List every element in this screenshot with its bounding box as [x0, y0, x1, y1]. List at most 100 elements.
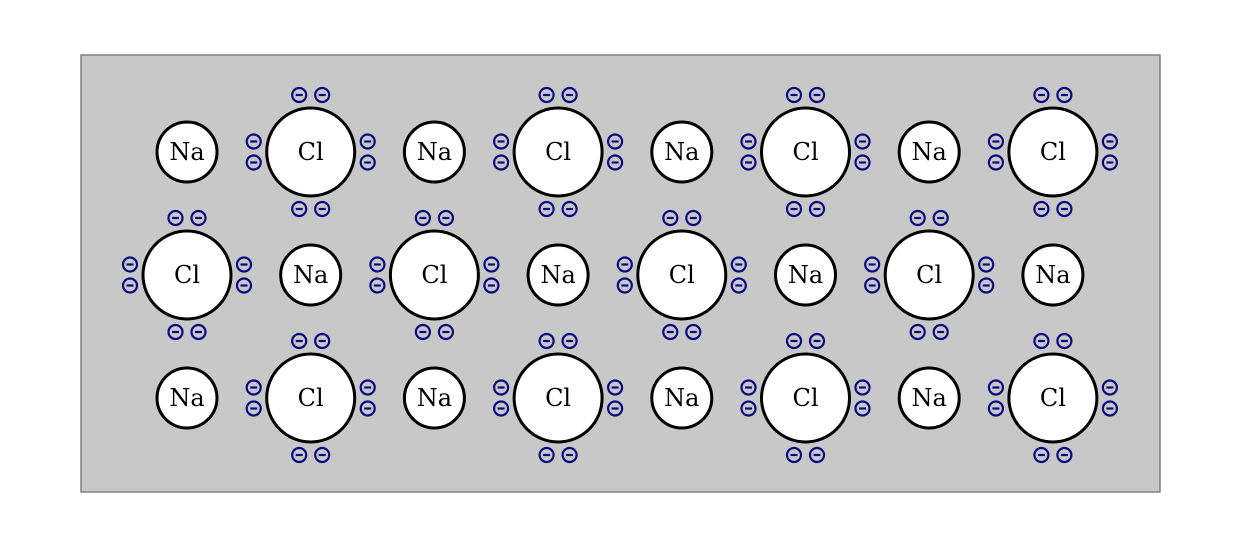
electron-icon [493, 400, 510, 417]
electron-icon [1056, 86, 1073, 104]
chlorine-circle [760, 106, 851, 198]
chlorine-circle [265, 352, 357, 444]
electron-icon [235, 277, 253, 294]
electron-icon [730, 277, 747, 294]
electron-icon [864, 256, 881, 273]
ion-label: Cl [669, 261, 695, 289]
electron-icon [808, 200, 826, 218]
sodium-circle [155, 366, 219, 430]
electron-icon [190, 209, 207, 227]
electron-icon [314, 200, 331, 218]
electron-icon [1101, 400, 1119, 417]
electron-icon [909, 323, 926, 341]
electron-icon [493, 133, 510, 150]
electron-icon [606, 400, 624, 417]
ion-label: Cl [174, 261, 200, 289]
ion-label: Na [169, 384, 204, 412]
electron-icon [369, 256, 386, 273]
electron-icon [932, 209, 949, 227]
chlorine-ion: Cl [864, 209, 995, 341]
chlorine-circle [883, 229, 975, 321]
electron-icon [785, 200, 803, 218]
sodium-circle [279, 243, 343, 307]
chlorine-circle [265, 106, 357, 198]
electron-icon [616, 256, 633, 273]
sodium-ion: Na [897, 366, 961, 430]
electron-icon [1056, 200, 1073, 218]
electron-icon [685, 209, 702, 227]
sodium-circle [650, 120, 714, 184]
chlorine-circle [512, 106, 604, 198]
chlorine-ion: Cl [493, 86, 624, 218]
electron-icon [291, 332, 308, 350]
electron-icon [538, 446, 555, 464]
electron-icon [854, 133, 871, 150]
sodium-ion: Na [279, 243, 343, 307]
electron-icon [359, 133, 376, 150]
electron-icon [167, 209, 184, 227]
sodium-circle [897, 120, 961, 184]
ion-label: Cl [421, 261, 447, 289]
ion-label: Cl [1040, 138, 1066, 166]
chlorine-circle [388, 229, 480, 321]
lattice-panel [80, 54, 1161, 493]
electron-icon [190, 323, 207, 341]
electron-icon [359, 379, 376, 396]
chlorine-ion: Cl [369, 209, 500, 341]
ion-label: Cl [916, 261, 942, 289]
electron-icon [245, 154, 262, 171]
ion-label: Cl [298, 384, 324, 412]
electron-icon [740, 400, 757, 417]
electron-icon [561, 332, 578, 350]
electron-icon [987, 154, 1005, 171]
electron-icon [1033, 86, 1050, 104]
chlorine-ion: Cl [493, 332, 624, 464]
ion-label: Na [293, 261, 328, 289]
chlorine-ion: Cl [121, 209, 253, 341]
electron-icon [854, 400, 871, 417]
electron-icon [314, 332, 331, 350]
chlorine-ion: Cl [740, 86, 871, 218]
electron-icon [785, 446, 803, 464]
chlorine-ion: Cl [245, 86, 376, 218]
ion-label: Cl [545, 138, 571, 166]
electron-icon [662, 209, 679, 227]
electron-icon [987, 379, 1005, 396]
electron-icon [616, 277, 633, 294]
electron-icon [978, 256, 995, 273]
sodium-ion: Na [155, 120, 219, 184]
ion-label: Na [417, 384, 452, 412]
chlorine-circle [636, 229, 728, 321]
electron-icon [538, 332, 555, 350]
ion-label: Na [912, 138, 947, 166]
electron-icon [785, 86, 803, 104]
sodium-ion: Na [526, 243, 590, 307]
sodium-circle [1021, 243, 1085, 307]
sodium-ion: Na [650, 366, 714, 430]
electron-icon [359, 400, 376, 417]
electron-icon [483, 256, 500, 273]
electron-icon [740, 379, 757, 396]
electron-icon [1033, 200, 1050, 218]
ion-label: Na [169, 138, 204, 166]
electron-icon [864, 277, 881, 294]
electron-icon [606, 154, 624, 171]
electron-icon [245, 400, 262, 417]
chlorine-ion: Cl [616, 209, 747, 341]
electron-icon [245, 379, 262, 396]
sodium-circle [402, 366, 466, 430]
electron-icon [167, 323, 184, 341]
ion-label: Cl [792, 384, 818, 412]
electron-icon [437, 209, 454, 227]
sodium-circle [402, 120, 466, 184]
sodium-ion: Na [774, 243, 837, 307]
electron-icon [808, 332, 826, 350]
electron-icon [1033, 446, 1050, 464]
electron-icon [808, 86, 826, 104]
chlorine-ion: Cl [740, 332, 871, 464]
sodium-circle [650, 366, 714, 430]
ion-label: Na [664, 384, 699, 412]
ion-label: Cl [792, 138, 818, 166]
sodium-circle [774, 243, 837, 307]
